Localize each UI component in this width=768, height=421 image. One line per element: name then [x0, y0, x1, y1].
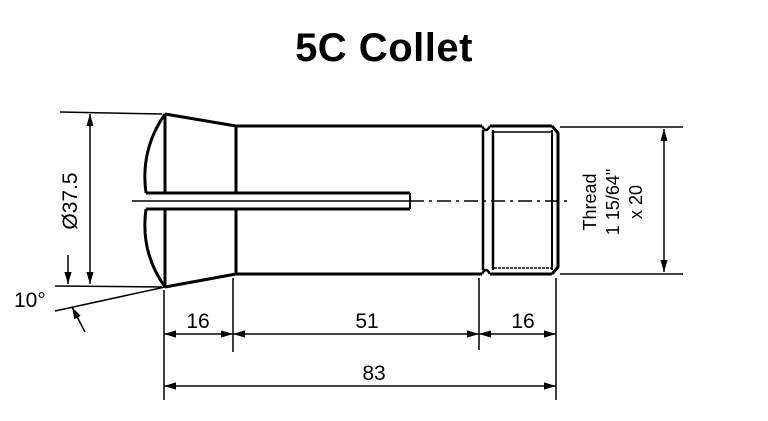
ext-line-bottom: [54, 285, 163, 288]
nose-taper-top: [164, 112, 237, 128]
thread-label: Thread: [580, 173, 600, 230]
nose-taper-bottom: [164, 272, 237, 289]
angle-label: 10°: [14, 289, 46, 312]
length-nose-label: 16: [186, 310, 209, 333]
diameter-label: Ø37.5: [59, 172, 82, 229]
ext-line-top: [59, 111, 163, 115]
nose-curve-bottom: [143, 208, 167, 288]
thread-pitch-label: x 20: [626, 185, 646, 219]
groove-top: [480, 125, 492, 132]
collet-outline: [143, 112, 560, 289]
groove-bottom: [480, 268, 492, 275]
angle-dimension: [54, 286, 166, 333]
page-title: 5C Collet: [295, 26, 473, 70]
length-body-label: 51: [355, 310, 378, 333]
angle-leader-bottom: [71, 306, 86, 333]
length-dimensions: [163, 278, 557, 400]
thread-dimension: [560, 126, 683, 275]
nose-curve-top: [143, 113, 167, 194]
length-total-label: 83: [362, 362, 385, 385]
diameter-dimension: [54, 111, 163, 288]
thread-end-chamfer: [550, 125, 560, 275]
length-thread-label: 16: [511, 310, 534, 333]
thread-size-label: 1 15/64": [603, 169, 623, 235]
